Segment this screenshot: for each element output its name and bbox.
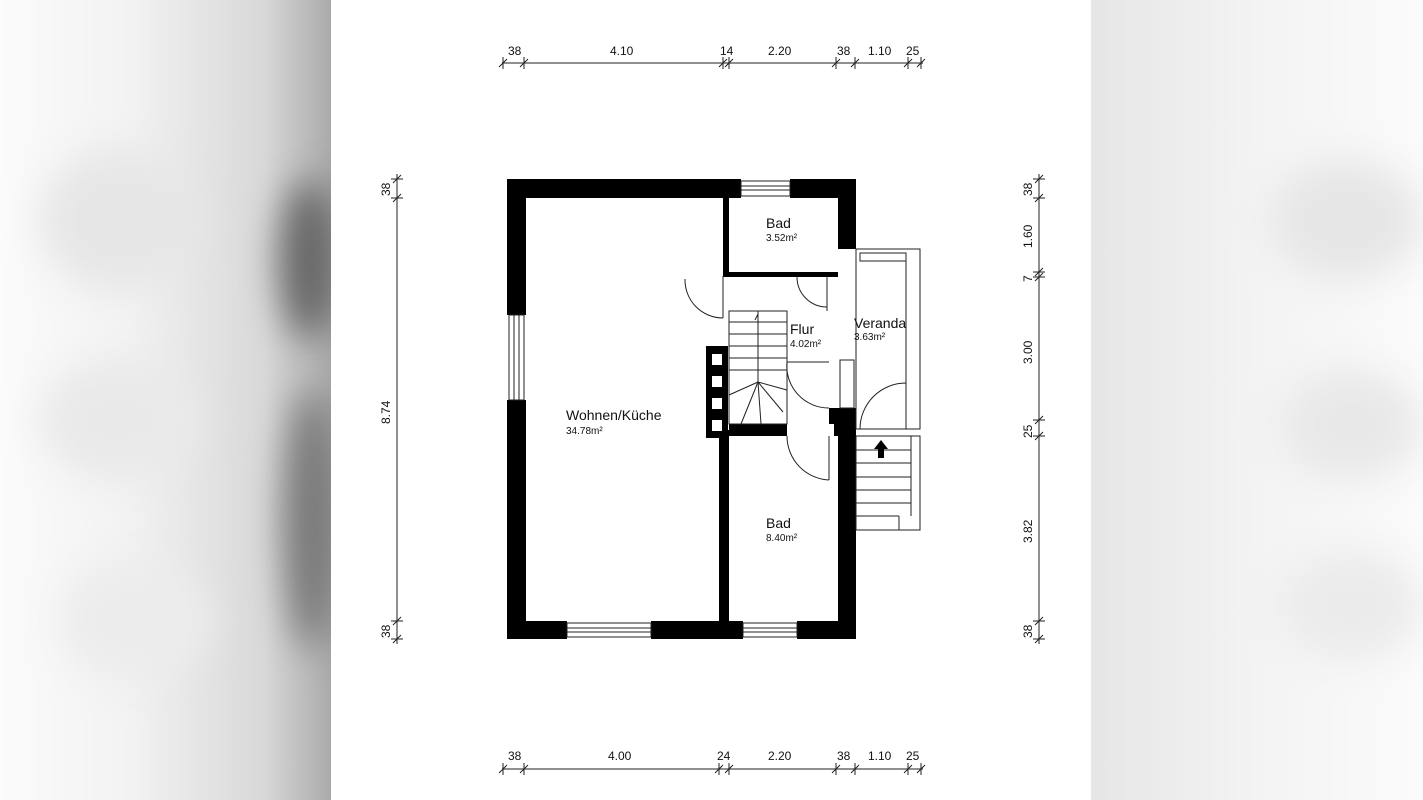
windows <box>508 180 855 638</box>
wall-inner-horizontal-low-r <box>834 424 856 436</box>
dim-top-4: 38 <box>837 44 851 58</box>
entry-arrow-icon <box>874 440 888 458</box>
dimension-top: 38 4.10 14 2.20 38 1.10 25 <box>498 44 926 69</box>
dim-right-3: 3.00 <box>1021 340 1035 364</box>
wall-inner-horizontal-bath <box>723 272 838 277</box>
dim-bottom-2: 24 <box>717 749 731 763</box>
wall-inner-vertical-low <box>719 430 729 623</box>
room-bath-bottom-area: 8.40m² <box>766 533 798 544</box>
window-left <box>508 314 525 401</box>
dim-right-1: 1.60 <box>1021 224 1035 248</box>
room-living-area: 34.78m² <box>566 426 603 437</box>
room-hall-name: Flur <box>790 321 814 337</box>
dim-top-1: 4.10 <box>610 44 634 58</box>
dim-bottom-5: 1.10 <box>868 749 892 763</box>
window-top-bath <box>740 180 791 197</box>
dim-right-4: 25 <box>1021 424 1035 438</box>
wall-bottom-a <box>507 621 567 639</box>
dimension-right: 38 1.60 7 3.00 25 3.82 38 <box>1021 174 1045 644</box>
wall-left-upper <box>507 179 526 315</box>
door-bath-bottom <box>786 435 830 481</box>
dim-bottom-1: 4.00 <box>608 749 632 763</box>
staircase <box>728 310 788 425</box>
dimension-bottom: 38 4.00 24 2.20 38 1.10 25 <box>498 749 926 775</box>
dim-right-6: 38 <box>1021 624 1035 638</box>
dim-bottom-6: 25 <box>906 749 920 763</box>
room-labels: Wohnen/Küche 34.78m² Bad 3.52m² Flur 4.0… <box>566 215 906 544</box>
dim-top-5: 1.10 <box>868 44 892 58</box>
wall-veranda-stub <box>829 408 856 424</box>
wall-right-upper <box>838 179 856 249</box>
door-living <box>684 276 724 319</box>
room-hall-area: 4.02m² <box>790 339 822 350</box>
dim-right-2: 7 <box>1021 275 1035 282</box>
dim-top-6: 25 <box>906 44 920 58</box>
window-bottom-living <box>566 622 652 638</box>
wall-top-left <box>507 179 741 198</box>
dim-left-2: 38 <box>379 624 393 638</box>
chimney-block <box>706 346 728 438</box>
door-veranda-entry <box>859 382 907 430</box>
window-bottom-bath <box>742 622 798 638</box>
dim-top-2: 14 <box>720 44 734 58</box>
floor-plan: Wohnen/Küche 34.78m² Bad 3.52m² Flur 4.0… <box>331 0 1091 800</box>
veranda-outline <box>855 248 921 531</box>
room-bath-top-name: Bad <box>766 215 791 231</box>
dim-left-0: 38 <box>379 182 393 196</box>
room-bath-bottom-name: Bad <box>766 515 791 531</box>
wall-bottom-b <box>651 621 743 639</box>
dim-top-0: 38 <box>508 44 522 58</box>
floor-plan-drawing: Wohnen/Küche 34.78m² Bad 3.52m² Flur 4.0… <box>379 44 1045 775</box>
walls <box>507 179 856 639</box>
dim-right-5: 3.82 <box>1021 519 1035 543</box>
dim-bottom-0: 38 <box>508 749 522 763</box>
wall-left-lower <box>507 400 526 639</box>
doors <box>684 276 907 481</box>
right-blurred-backdrop <box>1091 0 1423 800</box>
room-veranda-name: Veranda <box>854 315 906 331</box>
dim-left-1: 8.74 <box>379 400 393 424</box>
wall-inner-vertical-top <box>723 198 729 276</box>
window-right-hall <box>839 359 855 409</box>
room-bath-top-area: 3.52m² <box>766 233 798 244</box>
wall-right-mid <box>838 410 856 639</box>
dim-right-0: 38 <box>1021 182 1035 196</box>
door-bath-top <box>796 276 828 311</box>
door-hall-veranda <box>786 361 830 409</box>
dim-top-3: 2.20 <box>768 44 792 58</box>
entry-steps <box>855 435 921 531</box>
left-blurred-backdrop <box>0 0 340 800</box>
dim-bottom-4: 38 <box>837 749 851 763</box>
room-living-name: Wohnen/Küche <box>566 407 662 423</box>
dimension-left: 38 8.74 38 <box>379 174 403 644</box>
room-veranda-area: 3.63m² <box>854 332 886 343</box>
wall-inner-horizontal-low <box>729 424 787 436</box>
dim-bottom-3: 2.20 <box>768 749 792 763</box>
